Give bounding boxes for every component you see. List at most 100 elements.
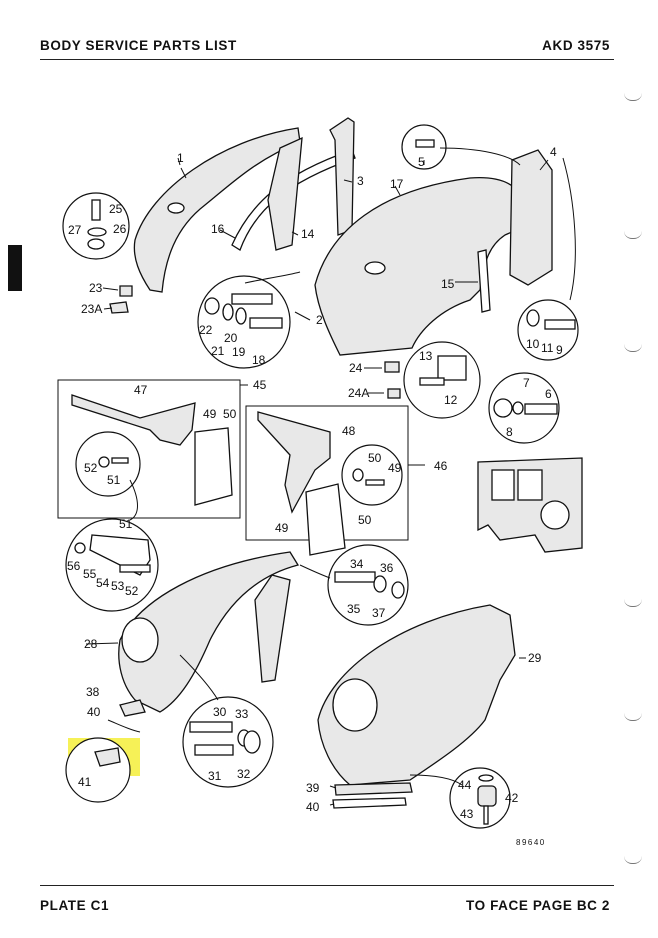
headlamp-aperture-29 [332,678,378,732]
nut-part-37 [391,581,405,599]
scan-artifact [624,712,642,721]
bolt-part-35 [334,571,376,583]
wing-stay [254,574,291,683]
clip-part-38 [119,699,146,717]
scan-artifact [624,92,642,101]
beading-part-40 [332,797,407,809]
bolt-part-31 [194,744,234,756]
callout-41: 41 [78,775,92,789]
washer-part-20 [235,307,247,325]
scan-artifact [624,598,642,607]
callout-20: 20 [224,331,238,345]
callout-33: 33 [235,707,249,721]
pillar-part-3 [329,117,355,236]
callout-4: 4 [550,145,557,159]
footer-rule [40,885,614,886]
callout-9: 9 [556,343,563,357]
callout-5: 5 [418,155,425,169]
washer-part-32 [243,730,261,754]
callout-8: 8 [506,425,513,439]
washer-part-26 [87,227,107,237]
wing-valance-part-1 [133,127,301,293]
callout-53: 51 [119,517,133,531]
clip-part-41 [94,747,121,767]
callout-7: 7 [523,376,530,390]
detail-circle-25-27 [62,192,130,260]
callout-23a: 23A [81,302,102,316]
callout-49: 49 [203,407,217,421]
screw-part-5 [415,139,435,148]
bracket-part-23a [109,301,129,314]
valance-hole [167,202,185,214]
callout-11: 11 [541,341,554,355]
beading-part-39 [334,782,413,796]
header-code: AKD 3575 [542,38,610,53]
washer-part-52 [98,456,110,468]
callout-35: 35 [347,602,361,616]
bolt-part-54 [119,564,151,573]
washer-part-52b [352,468,364,482]
callout-46: 46 [434,459,448,473]
callout-37: 37 [372,606,386,620]
callout-47: 47 [134,383,148,397]
callout-45: 45 [253,378,267,392]
plate-part-13 [437,355,467,381]
header-rule [40,59,614,60]
callout-13: 13 [419,349,433,363]
bolt-part-9 [544,319,576,330]
callout-34: 34 [350,557,364,571]
nut-part-22 [204,297,220,315]
bracket-part-47 [71,394,196,446]
callout-27: 27 [68,223,82,237]
callout-54: 52 [125,584,139,598]
callout-25: 25 [109,202,123,216]
callout-32: 32 [237,767,251,781]
scan-artifact [624,230,642,239]
plate-part-24a [387,388,401,399]
vehicle-window [491,469,515,501]
rear-wing-part-2 [314,176,529,356]
mudflap-part-49b [305,483,346,556]
scan-artifact [624,855,642,864]
callout-57: 55 [83,567,97,581]
callout-18: 18 [252,353,266,367]
section-tab-marker [8,245,22,291]
callout-19: 19 [232,345,246,359]
front-wing-part-29 [317,604,516,786]
callout-50: 50 [223,407,237,421]
nut-part-27 [87,238,105,250]
bracket-part-48 [257,411,331,514]
callout-58: 56 [67,559,81,573]
detail-circle-6-8 [488,372,560,444]
callout-50b: 50 [358,513,372,527]
headlamp-aperture [121,617,159,663]
callout-6: 6 [545,387,552,401]
callout-36: 36 [380,561,394,575]
callout-43: 43 [460,807,474,821]
callout-labels: 1 2 3 4 5 6 7 8 9 10 11 12 13 14 15 16 1… [67,145,563,847]
callout-42: 42 [505,791,519,805]
washer-part-10 [526,309,540,327]
bolt-part-18 [231,293,273,305]
bolt-part-19 [249,317,283,329]
vehicle-wheel [540,500,570,530]
callout-51b: 49 [388,461,402,475]
washer-part-8 [493,398,513,418]
vehicle-window [517,469,543,501]
callout-29: 29 [528,651,542,665]
callout-17: 17 [390,177,404,191]
washer-part-21 [222,303,234,321]
callout-30: 30 [213,705,227,719]
bracket-part-14 [267,136,303,251]
callout-40: 40 [306,800,320,814]
detail-circle-30-33 [182,696,274,788]
callout-52b: 50 [368,451,382,465]
callout-28: 28 [84,637,98,651]
callout-31: 31 [208,769,222,783]
callout-1: 1 [177,151,184,165]
wing-hole [364,261,386,275]
callout-48: 48 [342,424,356,438]
bolt-part-12 [419,377,445,386]
callout-3: 3 [357,174,364,188]
stud-part-43 [483,805,489,825]
